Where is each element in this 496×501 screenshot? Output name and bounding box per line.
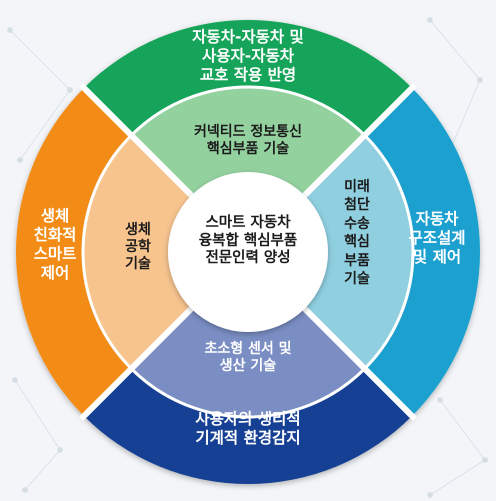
center-label: 스마트 자동차 융복합 핵심부품 전문인력 양성: [198, 215, 298, 267]
bottom-outer-label: 사용자의 생리적 기계적 환경감지: [195, 410, 301, 447]
left-outer-label: 생체 친화적 스마트 제어: [33, 207, 77, 282]
bottom-inner-segment: [131, 308, 365, 417]
top-outer-label: 자동차-자동차 및 사용자-자동차 교호 작용 반영: [192, 28, 304, 84]
segment-divider: [299, 303, 417, 421]
left-outer-segment: [15, 87, 132, 417]
segment-divider: [79, 303, 197, 421]
bottom-inner-label: 초소형 센서 및 생산 기술: [204, 341, 292, 375]
right-inner-segment: [304, 135, 413, 369]
segment-divider: [299, 83, 417, 201]
ring-divider: [81, 85, 415, 419]
left-inner-segment: [82, 135, 192, 369]
right-outer-segment: [364, 87, 480, 417]
right-inner-label: 미래 첨단 수송 핵심 부품 기술: [344, 179, 370, 288]
left-inner-label: 생체 공학 기술: [125, 222, 151, 273]
right-outer-label: 자동차 구조설계 및 제어: [408, 210, 466, 266]
top-outer-segment: [83, 20, 413, 136]
segment-divider: [79, 83, 197, 201]
top-inner-segment: [131, 87, 365, 196]
center-disc: [168, 172, 328, 332]
top-inner-label: 커넥티드 정보통신 핵심부품 기술: [194, 124, 302, 158]
bottom-outer-segment: [83, 368, 413, 484]
